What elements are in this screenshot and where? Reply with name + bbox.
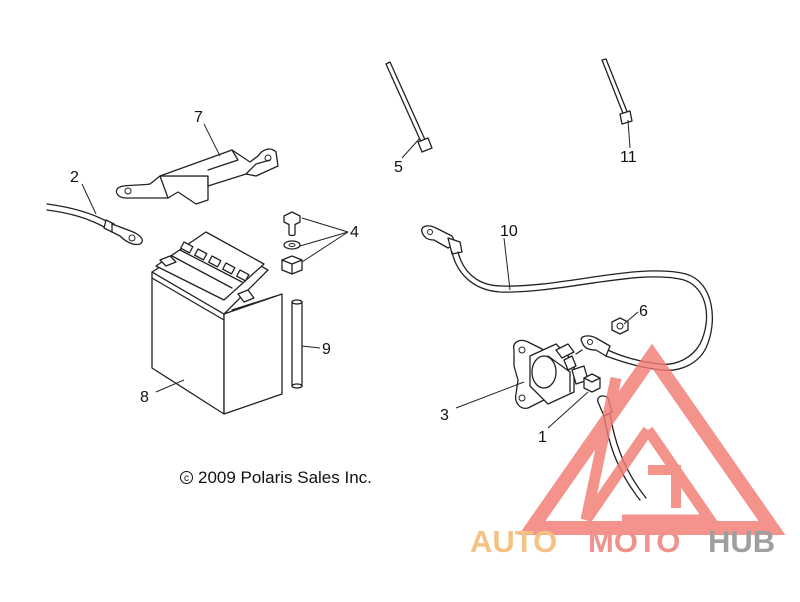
callout-6: 6	[639, 303, 648, 320]
battery-hold-down-bracket	[115, 148, 279, 205]
copyright-symbol-ring	[180, 471, 193, 484]
watermark-hub: HUB	[708, 524, 775, 559]
copyright-text: 2009 Polaris Sales Inc.	[198, 468, 372, 487]
callout-8: 8	[140, 389, 149, 406]
hardware-set	[281, 211, 303, 275]
solenoid-cable	[421, 225, 713, 371]
cable-tie-5	[385, 61, 433, 153]
callout-3: 3	[440, 407, 449, 424]
callout-1: 1	[538, 429, 547, 446]
watermark-moto: MOTO	[588, 524, 680, 559]
battery-cable-left	[46, 203, 143, 246]
callout-11: 11	[620, 149, 637, 166]
callout-labels: 2 7 5 11 4 10 6 9 8 3 1	[70, 109, 648, 446]
cable-tie-11	[601, 58, 633, 125]
watermark-triangle-logo	[518, 343, 786, 535]
starter-solenoid	[513, 339, 589, 409]
callout-2: 2	[70, 169, 79, 186]
watermark: AUTO MOTO HUB	[470, 343, 786, 559]
callout-9: 9	[322, 341, 331, 358]
callout-7: 7	[194, 109, 203, 126]
leader-lines	[81, 119, 639, 429]
callout-4: 4	[350, 224, 359, 241]
nut-6	[611, 317, 629, 335]
callout-10: 10	[500, 223, 518, 240]
watermark-auto: AUTO	[470, 524, 557, 559]
copyright-symbol: c	[184, 473, 189, 484]
callout-5: 5	[394, 159, 403, 176]
vent-tube	[291, 299, 303, 389]
battery	[151, 231, 283, 415]
copyright-notice: c 2009 Polaris Sales Inc.	[180, 468, 372, 487]
